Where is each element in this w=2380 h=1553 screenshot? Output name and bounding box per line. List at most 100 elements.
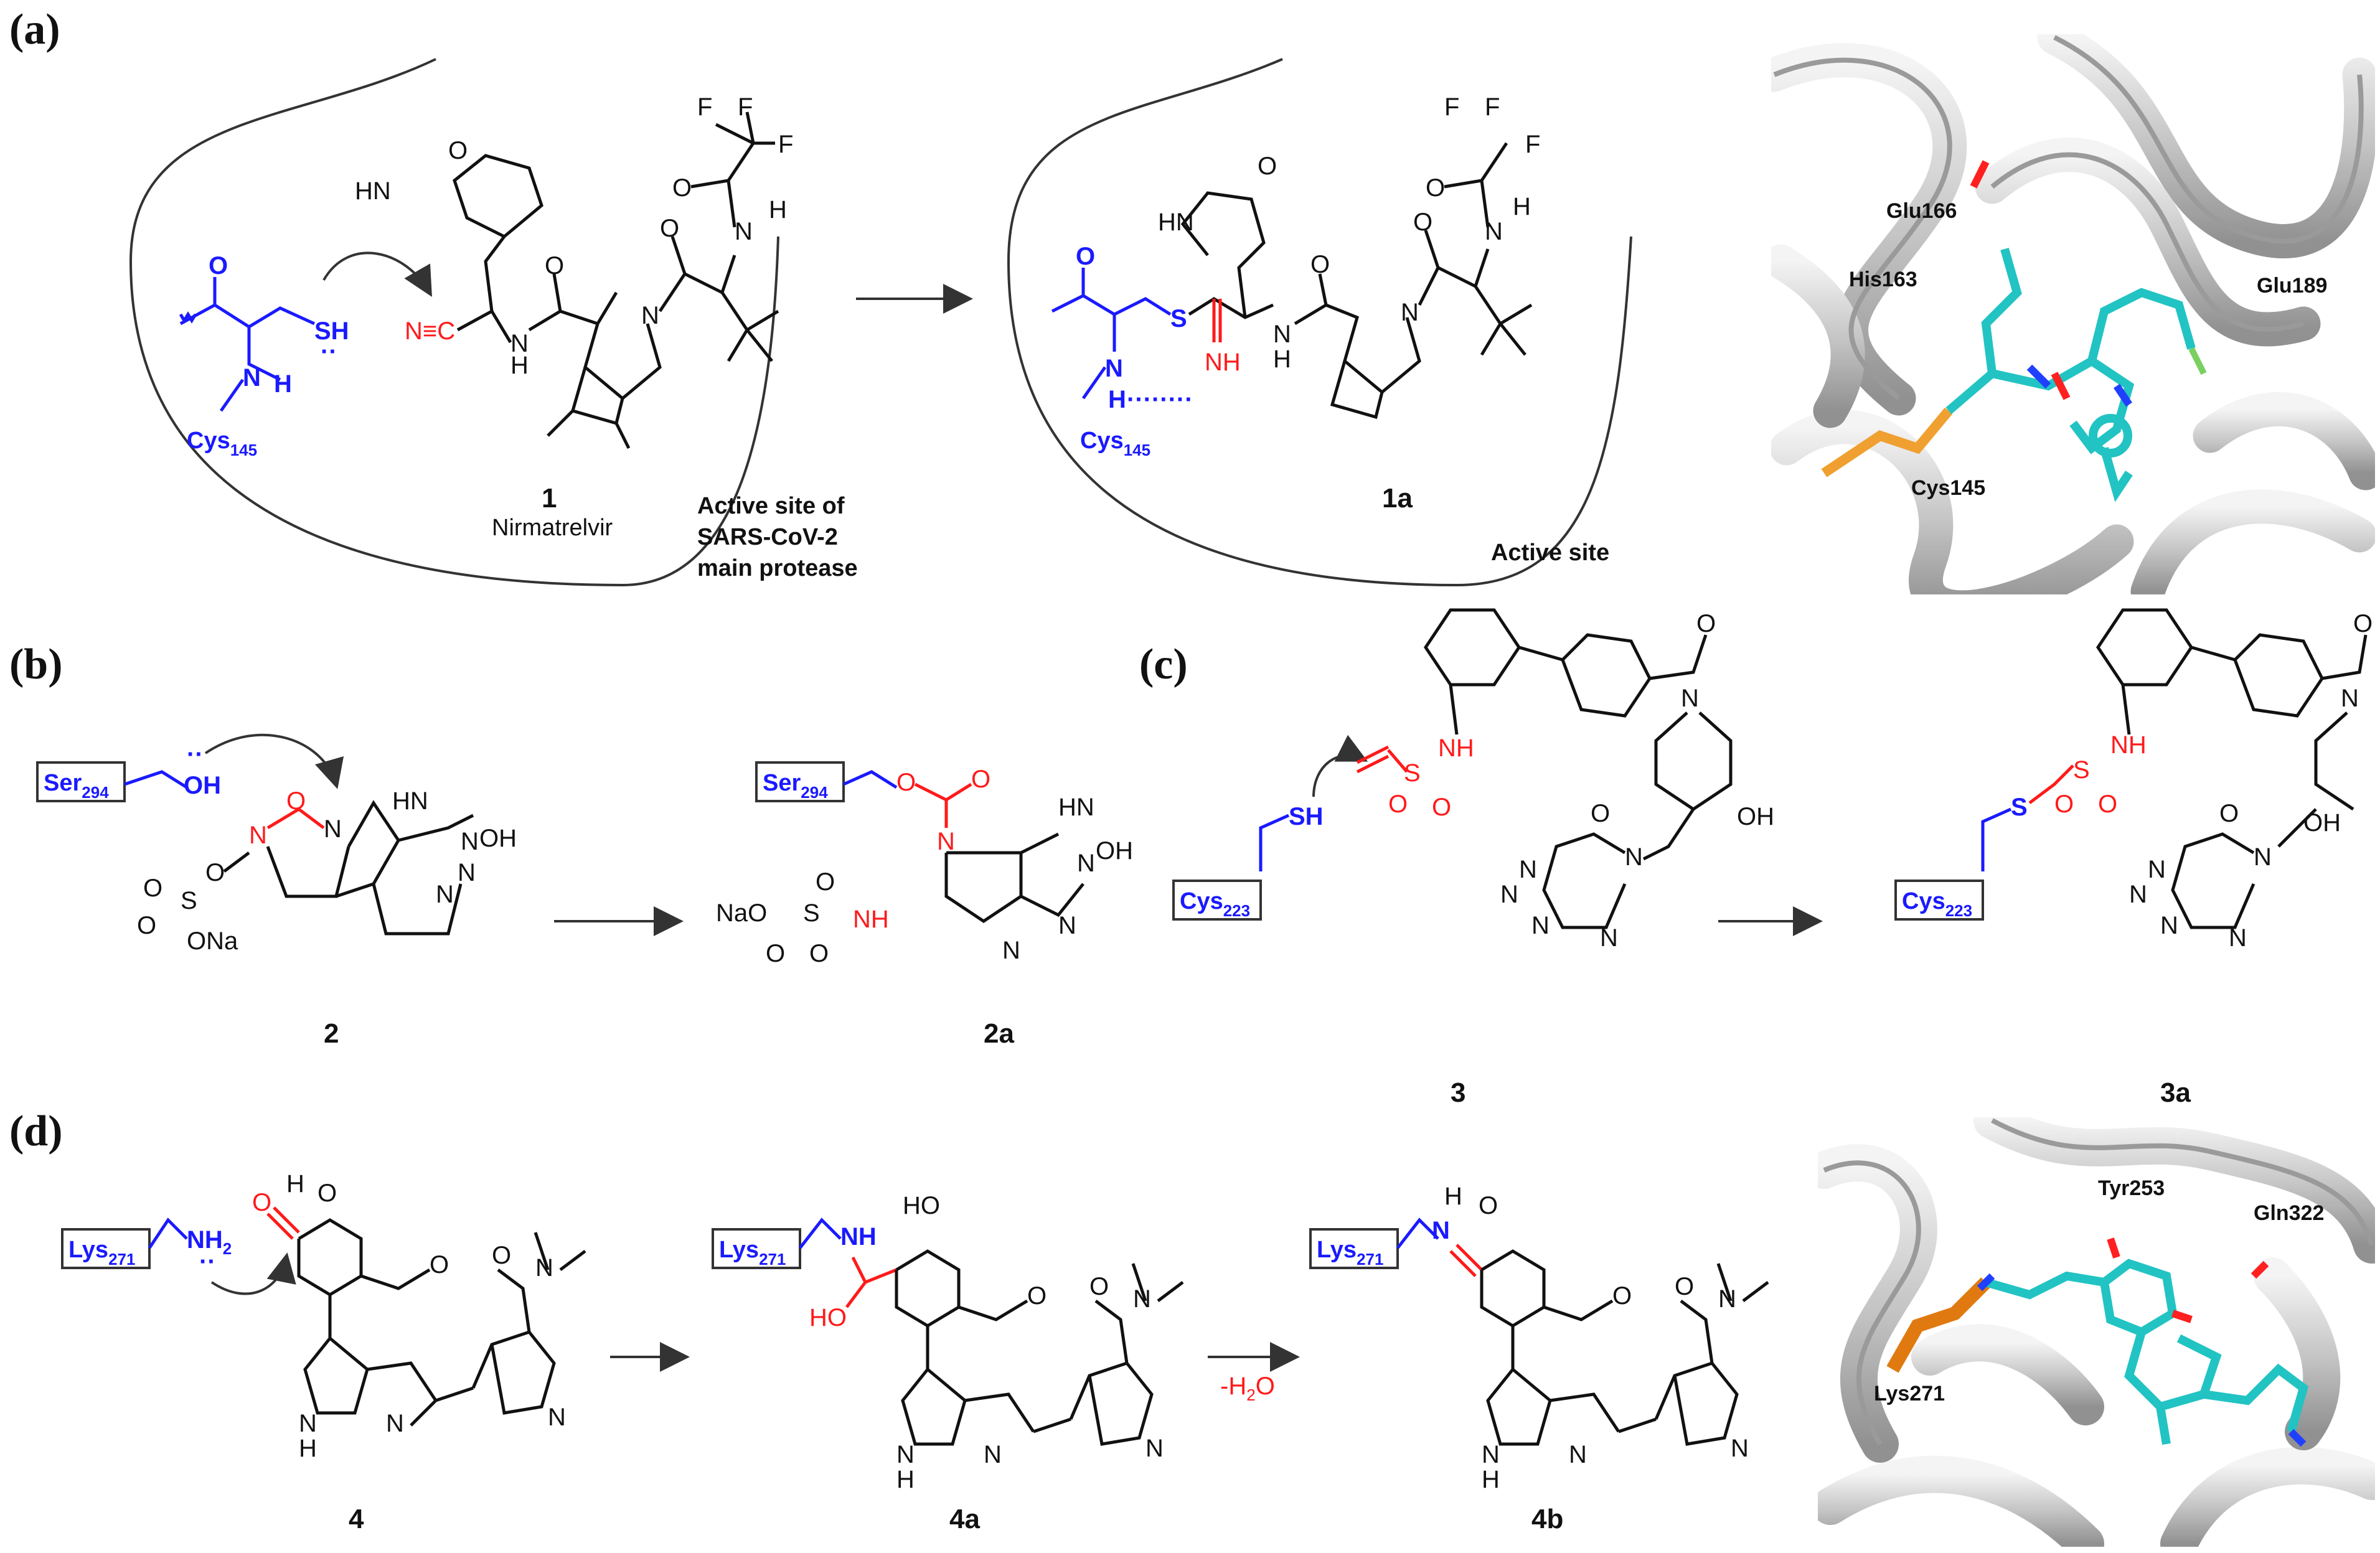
svg-text:O: O xyxy=(1076,243,1095,270)
svg-text:N: N xyxy=(1731,1435,1749,1462)
svg-text:H: H xyxy=(769,196,787,223)
lys-residue-label-2: Lys271 xyxy=(719,1237,786,1269)
cys-residue-label-3: Cys223 xyxy=(1180,888,1250,920)
svg-text:SH: SH xyxy=(314,317,349,345)
svg-text:O: O xyxy=(317,1180,337,1207)
nitrogen-atoms-a xyxy=(2026,364,2132,407)
svg-text:OH: OH xyxy=(184,772,221,799)
adduct-2a-number: 2a xyxy=(984,1018,1014,1049)
svg-text:O: O xyxy=(430,1251,449,1279)
svg-text:N: N xyxy=(548,1404,566,1431)
svg-text:F: F xyxy=(697,93,712,121)
svg-text:O: O xyxy=(1027,1282,1047,1310)
svg-text:NaO: NaO xyxy=(716,899,767,927)
svg-text:N: N xyxy=(735,218,753,245)
panel-a: (a) O SH ·· N H Cys145 N≡C N H xyxy=(9,6,2375,594)
svg-text:O: O xyxy=(1388,791,1408,818)
svg-text:N: N xyxy=(1145,1435,1164,1462)
svg-text:N: N xyxy=(1077,850,1095,877)
svg-text:N: N xyxy=(1482,1441,1500,1468)
svg-text:N: N xyxy=(1002,937,1020,964)
adduct-1a-number: 1a xyxy=(1382,483,1413,514)
svg-text:··: ·· xyxy=(187,741,204,768)
svg-text:O: O xyxy=(809,940,829,967)
svg-text:O: O xyxy=(1426,174,1445,202)
protein-render-a: Glu166 His163 Glu189 Cys145 xyxy=(1771,34,2375,594)
svg-text:S: S xyxy=(1170,305,1187,332)
svg-text:O: O xyxy=(766,940,785,967)
svg-text:N: N xyxy=(1519,856,1537,883)
svg-text:········: ········ xyxy=(1127,386,1193,413)
protein-label-cys145: Cys145 xyxy=(1911,476,1985,500)
svg-text:HN: HN xyxy=(1158,209,1194,236)
adduct-site-label: Active site xyxy=(1491,540,1609,566)
svg-text:O: O xyxy=(209,252,228,279)
svg-text:HO: HO xyxy=(903,1192,940,1219)
svg-text:N: N xyxy=(641,302,659,329)
svg-text:O: O xyxy=(1310,251,1330,278)
svg-text:H: H xyxy=(286,1170,304,1198)
compound-4-structure: O H O O N H N N O N xyxy=(252,1170,586,1462)
svg-text:N: N xyxy=(1105,355,1123,382)
product-4b-number: 4b xyxy=(1531,1504,1563,1534)
oxygen-atoms-a xyxy=(1970,160,2071,400)
protein-label-glu189: Glu189 xyxy=(2257,274,2327,298)
svg-text:O: O xyxy=(2219,800,2239,827)
svg-text:N: N xyxy=(1569,1441,1587,1468)
svg-text:O: O xyxy=(2054,791,2074,818)
svg-text:S: S xyxy=(803,899,820,927)
svg-text:NH: NH xyxy=(853,906,889,933)
curved-arrow-icon-c xyxy=(1312,734,1368,797)
svg-text:SH: SH xyxy=(1289,803,1324,830)
protein-label-his163: His163 xyxy=(1849,268,1917,291)
svg-text:ONa: ONa xyxy=(187,927,238,955)
svg-text:OH: OH xyxy=(1096,837,1133,865)
lys271-box-3 xyxy=(1309,1228,1399,1269)
lys-residue-label-3: Lys271 xyxy=(1317,1237,1383,1269)
site-label-line-3: main protease xyxy=(697,555,858,581)
svg-text:OH: OH xyxy=(1737,803,1774,830)
svg-text:N: N xyxy=(2129,881,2147,908)
svg-text:O: O xyxy=(252,1189,271,1216)
panel-c-label: (c) xyxy=(1139,640,1188,688)
svg-text:H: H xyxy=(1482,1466,1500,1493)
svg-text:··: ·· xyxy=(321,338,337,365)
svg-text:O: O xyxy=(1675,1273,1694,1300)
site-label-line-1: Active site of xyxy=(697,493,845,519)
svg-text:N: N xyxy=(2229,924,2247,952)
site-label-line-2: SARS-CoV-2 xyxy=(697,524,838,550)
svg-text:HN: HN xyxy=(1058,794,1094,821)
panel-b: (b) Ser294 OH ·· O N N N N HN N OH O O S xyxy=(9,640,1133,1049)
panel-d: (d) Lys271 NH2 ·· O H O O N H N N O N xyxy=(9,1107,2375,1547)
svg-text:N: N xyxy=(249,822,267,849)
svg-text:O: O xyxy=(205,859,225,886)
product-4b-structure: N H O O N H N N O N xyxy=(1396,1183,1769,1493)
intermediate-4a-number: 4a xyxy=(949,1504,980,1534)
svg-text:N: N xyxy=(984,1441,1002,1468)
lys271-box-1 xyxy=(61,1228,151,1269)
elimination-label: -H2O xyxy=(1220,1372,1275,1404)
svg-text:O: O xyxy=(137,912,156,939)
svg-text:N: N xyxy=(937,828,955,855)
svg-text:N: N xyxy=(2160,912,2178,939)
svg-text:N: N xyxy=(896,1441,915,1468)
cys-residue-label-2: Cys145 xyxy=(1080,428,1150,459)
svg-text:N: N xyxy=(1600,924,1618,952)
ser294-box-1 xyxy=(36,761,126,802)
oxygen-atoms-d xyxy=(2107,1237,2269,1323)
svg-text:NH: NH xyxy=(1438,734,1474,762)
panel-b-label: (b) xyxy=(9,640,63,688)
svg-text:O: O xyxy=(971,766,990,793)
svg-text:H: H xyxy=(274,370,292,398)
compound-2-structure: O N N N N HN N OH O O S O ONa xyxy=(137,787,517,955)
intermediate-4a-structure: NH HO HO O N H N N O N xyxy=(799,1192,1184,1493)
cys145-sidechain xyxy=(1821,407,1953,477)
svg-text:N: N xyxy=(299,1410,317,1437)
adduct-1a-structure: O N H S ········ NH HN O N H O N O N H xyxy=(1051,93,1540,420)
svg-text:··: ·· xyxy=(199,1248,216,1275)
compound-1-number: 1 xyxy=(542,483,557,514)
svg-text:H: H xyxy=(1444,1183,1462,1210)
svg-text:F: F xyxy=(1444,93,1459,121)
svg-text:N: N xyxy=(436,881,454,908)
